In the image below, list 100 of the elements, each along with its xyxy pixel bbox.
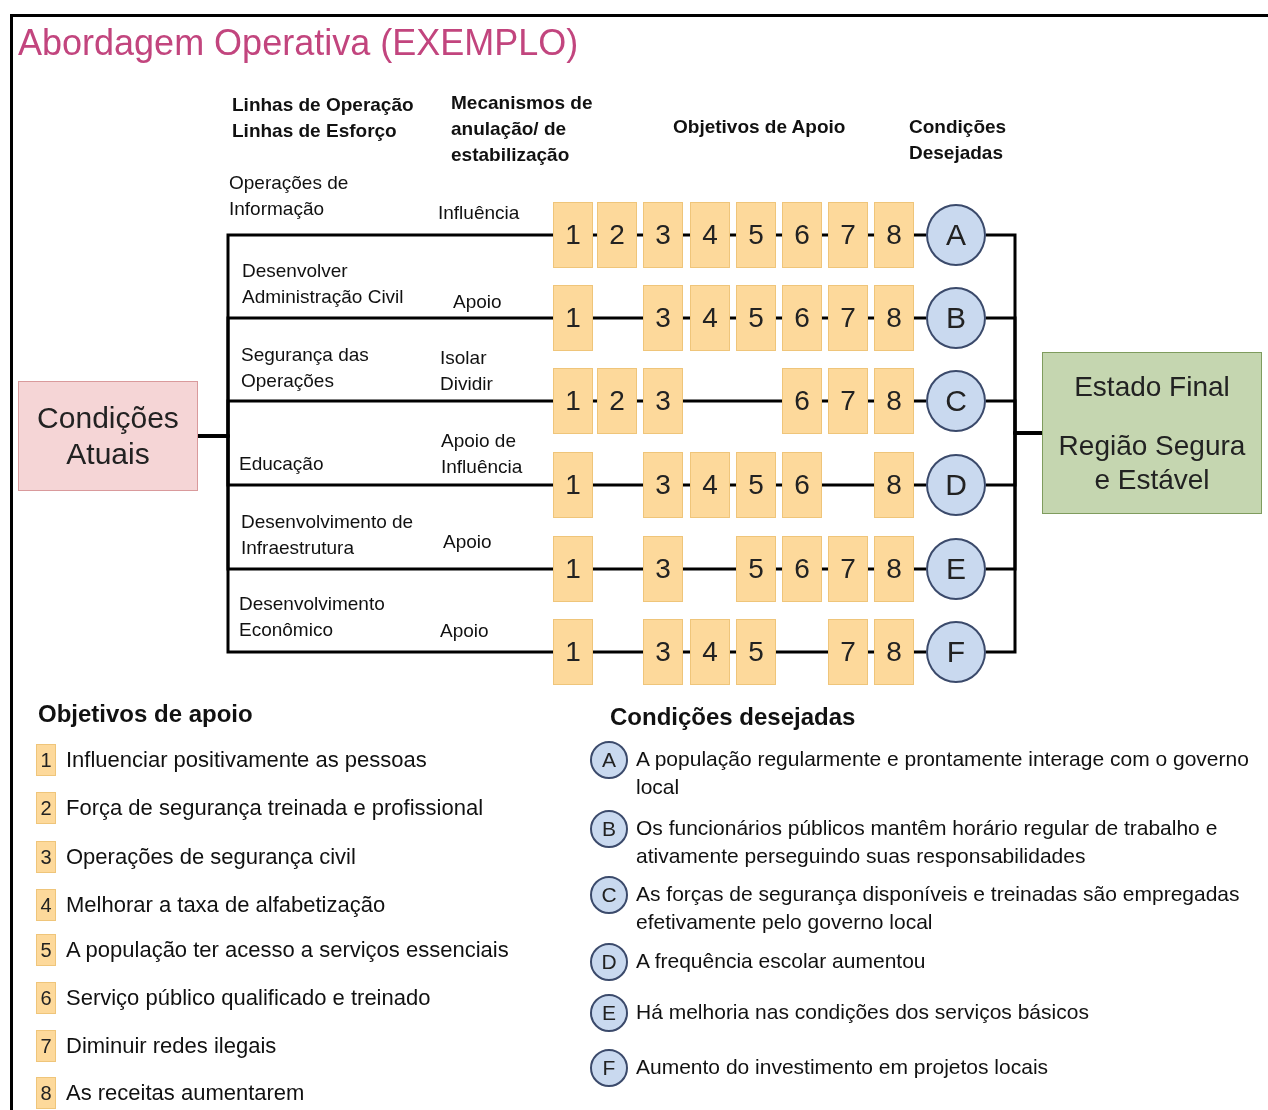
connector-line [914,483,926,487]
connector-line [593,316,643,320]
row-label: Apoio [443,530,492,554]
objective-box: 6 [782,285,822,351]
end-state-box [1042,352,1262,514]
objective-box: 4 [690,202,730,268]
connector-line [776,650,828,654]
connector-line [868,316,874,320]
connector-line [776,316,782,320]
connector-line [914,399,926,403]
row-label: Desenvolver Administração Civil [242,259,405,310]
connector-line [730,233,736,237]
connector-line [868,650,874,654]
connector-line [822,399,828,403]
connector-line [776,483,782,487]
objective-key-box: 3 [36,841,56,873]
objective-box: 6 [782,452,822,518]
condition-key-circle: F [590,1049,628,1087]
connector-line [730,650,736,654]
row-label: Dividir [440,372,493,396]
row-label: Influência [438,201,520,225]
condition-key-circle: E [590,994,628,1032]
connector-line [822,233,828,237]
objective-description: A população ter acesso a serviços essenciais [66,936,510,964]
objective-box: 7 [828,202,868,268]
objective-box: 5 [736,202,776,268]
row-label: Desenvolvimento Econômico [239,592,386,643]
condition-description: Há melhoria nas condições dos serviços básicos [636,999,1090,1025]
objective-key-box: 2 [36,792,56,824]
connector-line [914,650,926,654]
objective-box: 4 [690,285,730,351]
objective-description: Força de segurança treinada e profissional [66,794,485,822]
connector-line [593,650,643,654]
objective-key-box: 8 [36,1077,56,1109]
box-heading: Estado Final [1074,369,1230,404]
objective-description: Operações de segurança civil [66,843,357,871]
objective-key-box: 7 [36,1030,56,1062]
condition-description: A população regularmente e prontamente interage com o governo local [636,746,1250,801]
objective-box: 5 [736,285,776,351]
objective-box: 4 [690,619,730,685]
objective-box: 6 [782,368,822,434]
row-label: Apoio [453,290,502,314]
objective-box: 5 [736,619,776,685]
column-header: Linhas de Operação [232,93,414,117]
row-label: Operações de Informação [229,171,350,222]
connector-line [593,483,643,487]
connector-line [914,316,926,320]
connector-line [914,567,926,571]
objective-box: 4 [690,452,730,518]
objective-description: Melhorar a taxa de alfabetização [66,891,387,919]
connector-line [776,233,782,237]
condition-circle: A [926,204,986,266]
condition-circle: C [926,370,986,432]
objective-box: 3 [643,202,683,268]
objective-key-box: 6 [36,982,56,1014]
connector-line [683,567,736,571]
column-header: Linhas de Esforço [232,119,397,143]
connector-line [822,483,874,487]
connector-line [730,316,736,320]
connector-line [683,316,690,320]
connector-line [683,399,782,403]
condition-key-circle: D [590,943,628,981]
objective-box: 2 [597,368,637,434]
connector-line [637,399,643,403]
connector-line [868,233,874,237]
objective-description: As receitas aumentarem [66,1079,306,1107]
connector-line [683,233,690,237]
section-heading: Objetivos de apoio [38,699,253,729]
objective-box: 8 [874,368,914,434]
condition-key-circle: C [590,876,628,914]
condition-description: A frequência escolar aumentou [636,948,927,974]
condition-description: As forças de segurança disponíveis e treinadas são empregadas efetivamente pelo governo local [636,881,1241,936]
objective-box: 8 [874,285,914,351]
objective-box: 6 [782,536,822,602]
condition-circle: F [926,621,986,683]
current-conditions-box: Condições Atuais [18,381,198,491]
objective-box: 1 [553,285,593,351]
column-header: Objetivos de Apoio [673,115,846,139]
connector-line [683,650,690,654]
column-header: Mecanismos de anulação/ de estabilização [451,91,594,168]
row-label: Apoio de Influência [441,429,524,480]
connector-line [593,567,643,571]
condition-description: Aumento do investimento em projetos locais [636,1054,1050,1080]
objective-box: 1 [553,368,593,434]
column-header: Condições Desejadas [909,115,1008,166]
connector-line [914,233,926,237]
diagram-title: Abordagem Operativa (EXEMPLO) [18,22,579,64]
objective-box: 6 [782,202,822,268]
connector-line [637,233,643,237]
row-label: Isolar [440,346,487,370]
objective-box: 5 [736,452,776,518]
row-label: Segurança das Operações [241,343,370,394]
connector-line [986,431,1042,654]
connector-line [822,316,828,320]
objective-box: 7 [828,368,868,434]
objective-box: 3 [643,619,683,685]
objective-box: 8 [874,202,914,268]
objective-box: 2 [597,202,637,268]
objective-box: 1 [553,536,593,602]
connector-line [822,567,828,571]
